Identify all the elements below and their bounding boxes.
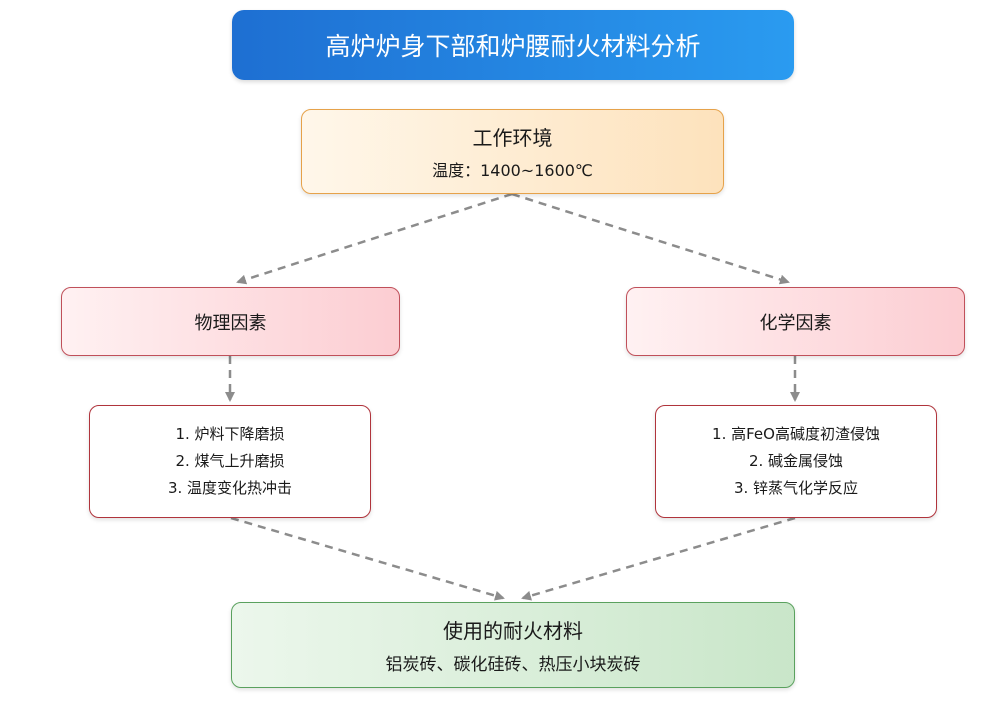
physical-factors-list: 1. 炉料下降磨损 2. 煤气上升磨损 3. 温度变化热冲击 — [89, 405, 371, 518]
chemical-factor-item: 2. 碱金属侵蚀 — [748, 452, 844, 470]
environment-detail: 温度：1400~1600℃ — [432, 161, 593, 180]
chemical-factors-label: 化学因素 — [759, 312, 832, 334]
physical-factors-node: 物理因素 — [61, 287, 400, 356]
diagram-title-text: 高炉炉身下部和炉腰耐火材料分析 — [325, 32, 701, 61]
physical-factor-item: 2. 煤气上升磨损 — [175, 452, 285, 470]
chemical-factor-item: 3. 锌蒸气化学反应 — [733, 479, 859, 497]
arrow-env-to-physical — [236, 192, 513, 285]
physical-factor-item: 1. 炉料下降磨损 — [175, 425, 285, 443]
chemical-factors-node: 化学因素 — [626, 287, 965, 356]
diagram-title: 高炉炉身下部和炉腰耐火材料分析 — [232, 10, 794, 80]
materials-heading: 使用的耐火材料 — [443, 619, 583, 643]
materials-detail: 铝炭砖、碳化硅砖、热压小块炭砖 — [385, 655, 641, 675]
environment-node: 工作环境 温度：1400~1600℃ — [301, 109, 724, 194]
arrow-chemical-list-to-materials — [521, 516, 796, 601]
arrow-env-to-chemical — [511, 192, 790, 285]
physical-factor-item: 3. 温度变化热冲击 — [167, 479, 293, 497]
arrow-physical-list-to-materials — [230, 516, 505, 601]
materials-node: 使用的耐火材料 铝炭砖、碳化硅砖、热压小块炭砖 — [231, 602, 795, 688]
physical-factors-label: 物理因素 — [194, 312, 267, 334]
chemical-factors-list: 1. 高FeO高碱度初渣侵蚀 2. 碱金属侵蚀 3. 锌蒸气化学反应 — [655, 405, 937, 518]
environment-heading: 工作环境 — [472, 126, 553, 150]
chemical-factor-item: 1. 高FeO高碱度初渣侵蚀 — [712, 425, 880, 443]
